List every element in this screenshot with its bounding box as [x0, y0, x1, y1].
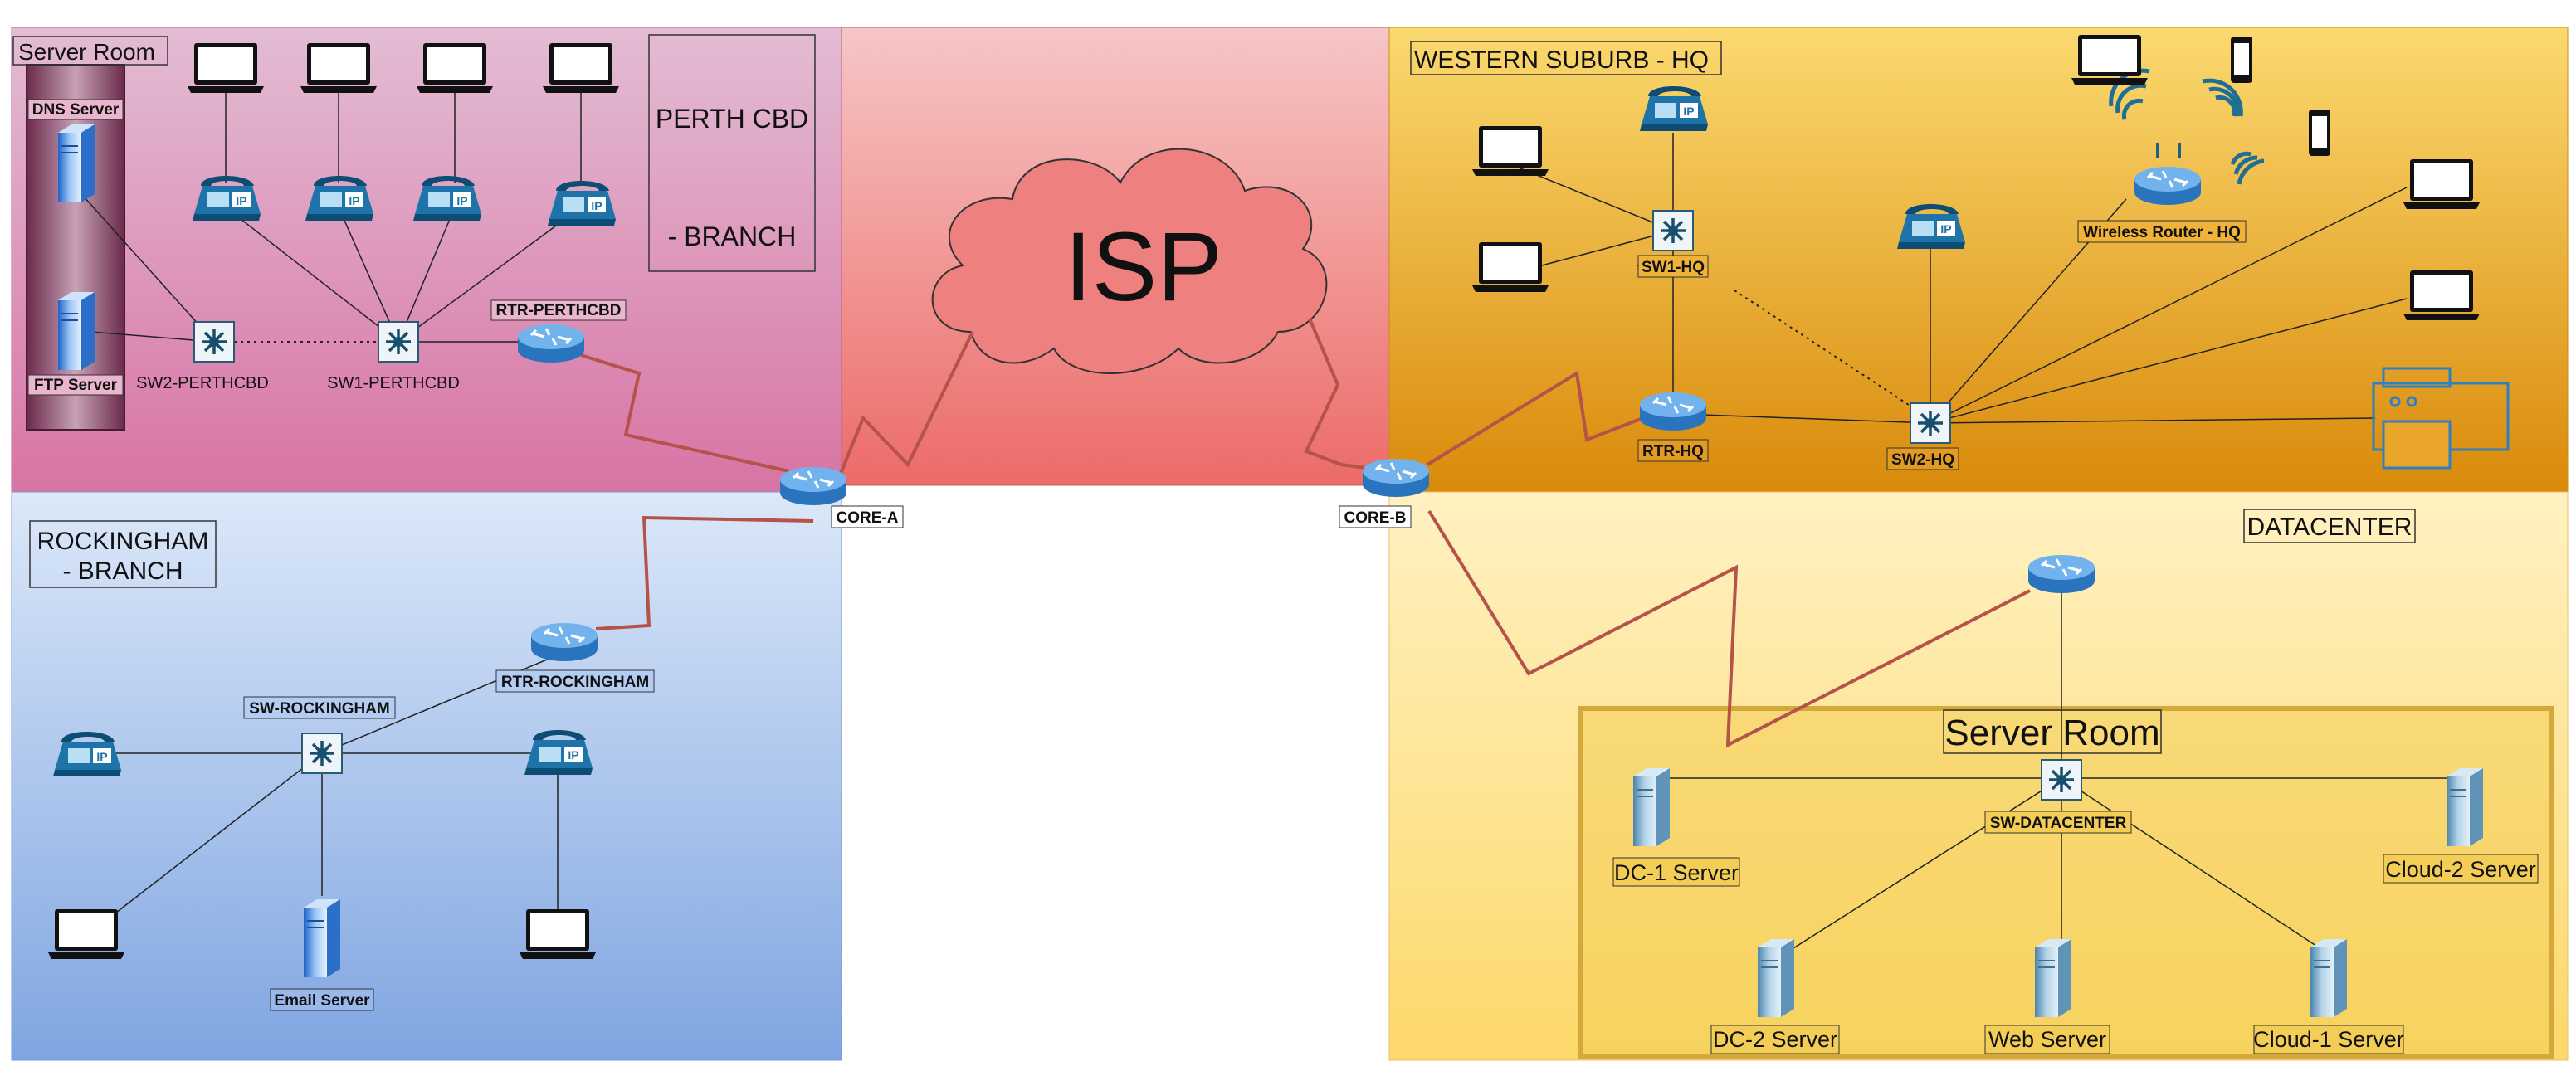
rockingham-title-box [29, 520, 217, 588]
rockingham-title-line2: - BRANCH [62, 557, 183, 585]
ip-phone-badge: IP [1940, 222, 1951, 236]
ip-phone-badge: IP [349, 194, 359, 207]
isp-cloud [931, 148, 1328, 374]
cloud2-server-label-box [2383, 854, 2539, 884]
ip-phone-badge: IP [236, 194, 246, 207]
wireless-router-hq-label: Wireless Router - HQ [2083, 224, 2241, 241]
datacenter-title-box [2243, 509, 2416, 543]
dc-server-room-label: Server Room [1944, 713, 2159, 753]
ftp-server-label-box [27, 374, 124, 396]
dc2-server-label: DC-2 Server [1713, 1027, 1837, 1052]
rtr-rockingham-icon[interactable] [529, 621, 599, 663]
dc2-server-label-box [1710, 1025, 1840, 1054]
datacenter-router-icon[interactable] [2027, 553, 2096, 595]
sw1-hq-label: SW1-HQ [1642, 259, 1705, 276]
dc-server-room-label-box [1943, 709, 2162, 754]
rockingham-title-line1: ROCKINGHAM [37, 528, 209, 555]
email-server-label: Email Server [274, 992, 370, 1010]
dc2-server-icon[interactable] [1757, 938, 1795, 1018]
smartphone-hq-1-icon[interactable] [2231, 37, 2252, 83]
cloud1-server-icon[interactable] [2310, 938, 2348, 1018]
sw2-hq-label: SW2-HQ [1891, 451, 1954, 469]
datacenter-title: DATACENTER [2247, 514, 2413, 541]
dns-server-label-box [27, 99, 124, 120]
rtr-perthcbd-label-box [490, 299, 627, 321]
sw1-perthcbd-icon[interactable] [377, 320, 420, 363]
rtr-hq-label: RTR-HQ [1642, 443, 1704, 460]
cloud1-server-label: Cloud-1 Server [2253, 1027, 2404, 1052]
sw-rockingham-label-box [243, 696, 396, 719]
sw2-perthcbd-icon[interactable] [193, 320, 236, 363]
ip-phone-badge: IP [568, 748, 578, 762]
core-a-router-icon[interactable] [778, 465, 848, 507]
sw2-hq-icon[interactable] [1909, 402, 1952, 445]
wireless-router-hq-label-box [2077, 220, 2247, 243]
dns-server-icon[interactable] [57, 124, 95, 203]
sw1-hq-label-box [1637, 255, 1709, 278]
email-server-label-box [270, 988, 374, 1011]
sw-datacenter-icon[interactable] [2040, 758, 2083, 801]
dns-server-label: DNS Server [32, 101, 120, 119]
ip-phone-badge: IP [456, 194, 467, 207]
perth-title-line1: PERTH CBD [656, 104, 808, 134]
ip-phone-badge: IP [96, 750, 107, 763]
wifi-signal-icon [2109, 68, 2265, 185]
core-a-label: CORE-A [837, 509, 899, 527]
dc1-server-icon[interactable] [1632, 767, 1671, 847]
web-server-label: Web Server [1988, 1027, 2106, 1052]
rtr-rockingham-label: RTR-ROCKINGHAM [501, 674, 649, 691]
core-b-router-icon[interactable] [1361, 457, 1431, 499]
core-b-label-box [1339, 505, 1412, 528]
sw1-hq-icon[interactable] [1651, 209, 1695, 252]
rtr-rockingham-label-box [495, 669, 655, 693]
perth-title-box [648, 34, 816, 272]
rtr-hq-icon[interactable] [1638, 391, 1708, 432]
cloud1-server-label-box [2253, 1025, 2404, 1054]
perth-title-line2: - BRANCH [668, 222, 797, 251]
core-b-label: CORE-B [1344, 509, 1407, 527]
ip-phone-badge: IP [1683, 105, 1694, 118]
sw-datacenter-label-box [1984, 811, 2132, 834]
rtr-hq-label-box [1637, 439, 1709, 462]
printer-hq-icon[interactable] [2372, 367, 2510, 470]
rtr-perthcbd-label: RTR-PERTHCBD [496, 302, 622, 319]
isp-label: ISP [1065, 212, 1222, 322]
hq-zone [1388, 27, 2569, 493]
ftp-server-icon[interactable] [57, 291, 95, 371]
ip-phone-badge: IP [591, 199, 602, 212]
cloud2-server-label: Cloud-2 Server [2385, 857, 2536, 882]
sw1-perthcbd-label: SW1-PERTHCBD [327, 374, 460, 392]
dotted-links [234, 265, 1910, 406]
web-server-icon[interactable] [2034, 938, 2072, 1018]
hq-title-box [1410, 41, 1722, 75]
smartphone-hq-2-icon[interactable] [2309, 110, 2330, 156]
core-a-label-box [831, 505, 904, 528]
rockingham-zone [11, 491, 842, 1061]
perth-server-room-label: Server Room [18, 39, 155, 65]
sw-rockingham-label: SW-ROCKINGHAM [249, 700, 390, 718]
wifi-antennas-icon [2156, 143, 2181, 158]
dc1-server-label-box [1612, 857, 1740, 887]
cloud2-server-icon[interactable] [2446, 767, 2484, 847]
perth-zone [11, 27, 842, 493]
wan-links [580, 318, 2031, 748]
sw-rockingham-icon[interactable] [300, 732, 344, 775]
web-server-label-box [1984, 1025, 2110, 1054]
hq-title: WESTERN SUBURB - HQ [1414, 46, 1709, 74]
email-server-icon[interactable] [303, 898, 341, 978]
wireless-router-hq-icon[interactable] [2133, 165, 2203, 207]
sw2-perthcbd-label: SW2-PERTHCBD [136, 374, 269, 392]
rtr-perthcbd-icon[interactable] [516, 323, 586, 364]
sw2-hq-label-box [1886, 447, 1959, 470]
perth-server-room-label-box [12, 36, 168, 66]
dc1-server-label: DC-1 Server [1614, 860, 1739, 885]
ftp-server-label: FTP Server [34, 377, 118, 394]
sw-datacenter-label: SW-DATACENTER [1990, 815, 2127, 832]
